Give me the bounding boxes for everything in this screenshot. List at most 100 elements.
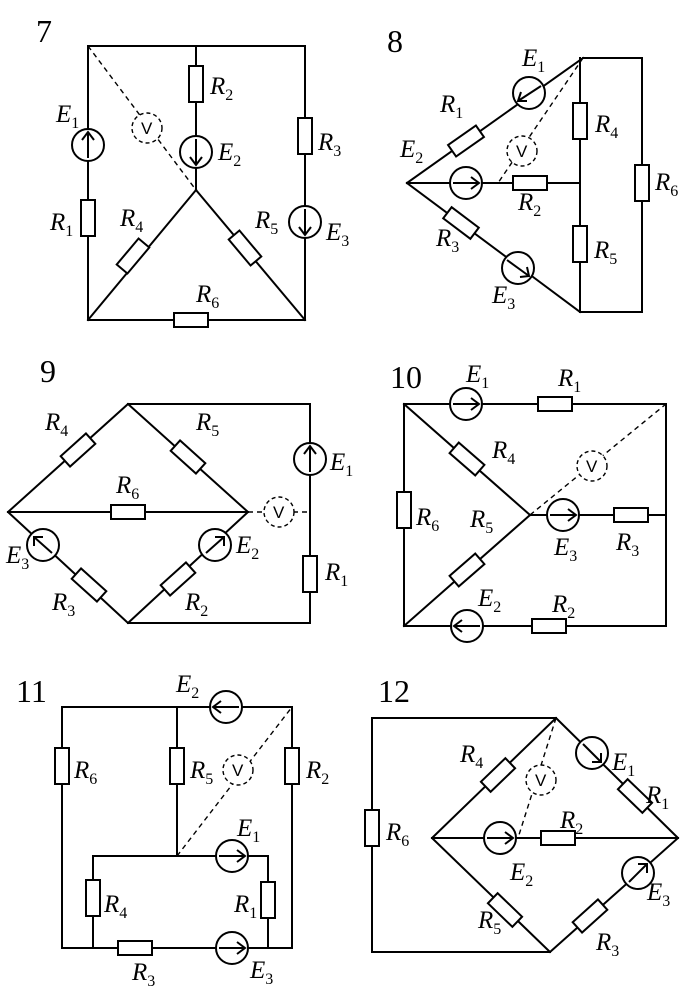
c8-voltmeter: V xyxy=(506,135,538,167)
c10-r1-resistor xyxy=(537,396,573,412)
c12-r6-resistor xyxy=(364,809,380,847)
c12-r4-resistor xyxy=(479,756,517,794)
c11-e1-source xyxy=(215,839,249,873)
c8-wire-outer xyxy=(579,57,643,313)
c8-r6-label: R6 xyxy=(654,169,678,200)
c10-e3-source xyxy=(546,498,580,532)
c12-r5-label: R5 xyxy=(477,907,501,938)
c8-r1-label: R1 xyxy=(439,91,463,122)
c11-e2-label: E2 xyxy=(175,671,199,702)
c8-e2-source xyxy=(449,166,483,200)
c9-e3-label: E3 xyxy=(5,542,29,573)
c12-e2-source xyxy=(483,821,517,855)
c7-e2-label: E2 xyxy=(217,139,241,170)
c12-r2-resistor xyxy=(540,830,576,846)
svg-text:V: V xyxy=(586,457,598,476)
c7-r2-label: R2 xyxy=(209,73,233,104)
circuit-10: 10 V E1 R1 R4 R6 R5 E3 xyxy=(390,359,667,643)
c7-r4-label: R4 xyxy=(119,205,143,236)
c8-r5-label: R5 xyxy=(593,237,617,268)
c11-voltmeter: V xyxy=(222,754,254,786)
c10-r6-resistor xyxy=(396,491,412,529)
c8-e1-label: E1 xyxy=(521,45,545,76)
c7-r1-resistor xyxy=(80,199,96,237)
svg-text:V: V xyxy=(516,142,528,161)
c10-r5-label: R5 xyxy=(469,506,493,537)
c11-r4-label: R4 xyxy=(103,891,127,922)
c9-r5-label: R5 xyxy=(195,409,219,440)
c9-e1-label: E1 xyxy=(329,449,353,480)
c7-r6-label: R6 xyxy=(195,281,219,312)
svg-text:V: V xyxy=(232,761,244,780)
c9-e1-source xyxy=(293,442,327,476)
c8-wire-upper xyxy=(405,56,585,185)
c8-r3-label: R3 xyxy=(435,225,459,256)
c10-voltmeter: V xyxy=(576,450,608,482)
c8-r4-resistor xyxy=(572,102,588,140)
c10-e2-source xyxy=(450,609,484,643)
c8-r6-resistor xyxy=(634,164,650,202)
c7-voltmeter: V xyxy=(131,112,163,144)
c8-r2-resistor xyxy=(512,175,548,191)
c9-r6-resistor xyxy=(110,504,146,520)
c9-r1-resistor xyxy=(302,555,318,593)
c12-r5-resistor xyxy=(486,891,524,929)
c7-e2-source xyxy=(179,135,213,169)
svg-text:V: V xyxy=(141,119,153,138)
c10-r2-resistor xyxy=(531,618,567,634)
c8-r3-resistor xyxy=(441,205,481,241)
c10-voltmeter-lead xyxy=(529,403,667,516)
c7-e3-label: E3 xyxy=(325,219,349,250)
c7-e1-label: E1 xyxy=(55,101,79,132)
c9-r2-label: R2 xyxy=(184,589,208,620)
c9-r3-resistor xyxy=(70,567,108,603)
circuit-8: 8 V E1 R1 R4 E2 R6 R2 xyxy=(387,23,678,314)
c12-r6-label: R6 xyxy=(385,819,409,850)
c7-r5-resistor xyxy=(227,229,263,267)
c8-e3-label: E3 xyxy=(491,282,515,313)
c11-e2-source xyxy=(209,690,243,724)
c11-r2-label: R2 xyxy=(305,757,329,788)
circuit-9-number: 9 xyxy=(40,353,56,389)
c7-r3-label: R3 xyxy=(317,129,341,160)
c9-r6-label: R6 xyxy=(115,472,139,503)
c11-r6-label: R6 xyxy=(73,757,97,788)
c10-e1-label: E1 xyxy=(465,361,489,392)
c12-e3-source xyxy=(621,856,655,890)
c8-wire-lower xyxy=(405,181,582,314)
svg-text:V: V xyxy=(273,503,285,522)
c9-voltmeter: V xyxy=(263,496,295,528)
c9-r3-label: R3 xyxy=(51,589,75,620)
c9-r1-label: R1 xyxy=(324,559,348,590)
c7-r6-resistor xyxy=(173,312,209,328)
c9-wire-right xyxy=(127,403,311,624)
circuit-11-number: 11 xyxy=(16,673,47,709)
c7-r1-label: R1 xyxy=(49,209,73,240)
c11-r1-label: R1 xyxy=(233,891,257,922)
c8-e1-source xyxy=(512,76,546,110)
c10-r1-label: R1 xyxy=(557,365,581,396)
c7-e1-source xyxy=(71,128,105,162)
c9-r5-resistor xyxy=(169,439,207,475)
c9-r4-label: R4 xyxy=(44,409,68,440)
c11-r3-label: R3 xyxy=(131,959,155,990)
c11-r6-resistor xyxy=(54,747,70,785)
c10-e2-label: E2 xyxy=(477,585,501,616)
circuit-11: 11 V E2 R6 R5 R2 E1 R xyxy=(16,671,329,990)
c8-r5-resistor xyxy=(572,225,588,263)
c12-r2-label: R2 xyxy=(559,807,583,838)
c11-e3-source xyxy=(215,931,249,965)
c8-r1-resistor xyxy=(446,124,486,158)
c8-r2-label: R2 xyxy=(517,189,541,220)
c11-r5-label: R5 xyxy=(189,757,213,788)
c10-r6-label: R6 xyxy=(415,504,439,535)
c11-r3-resistor xyxy=(117,940,153,956)
c11-r1-resistor xyxy=(260,881,276,919)
c7-r5-label: R5 xyxy=(254,207,278,238)
c10-r3-label: R3 xyxy=(615,529,639,560)
c11-r5-resistor xyxy=(169,747,185,785)
c8-e2-label: E2 xyxy=(399,136,423,167)
svg-text:V: V xyxy=(535,771,547,790)
c12-e1-label: E1 xyxy=(611,749,635,780)
